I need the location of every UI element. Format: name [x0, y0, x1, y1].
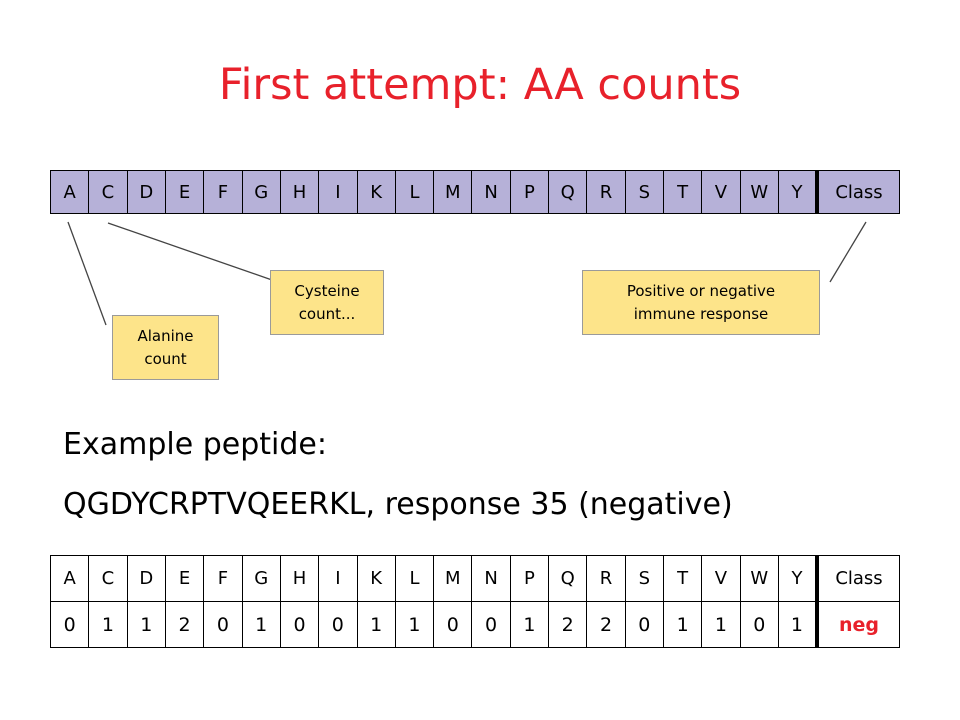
- callout-alanine-text: Alanine count: [137, 326, 194, 368]
- column-header-f: F: [203, 555, 243, 602]
- column-header-m: M: [433, 170, 473, 214]
- value-cell-l: 1: [394, 601, 435, 648]
- column-header-i: I: [318, 170, 358, 214]
- column-header-class: Class: [815, 170, 900, 214]
- leader-line-class: [829, 221, 867, 283]
- column-header-t: T: [662, 555, 703, 602]
- value-cell-g: 1: [241, 601, 281, 648]
- column-header-k: K: [356, 170, 396, 214]
- value-cell-m: 0: [433, 601, 473, 648]
- column-header-r: R: [586, 555, 626, 602]
- value-cell-q: 2: [548, 601, 588, 648]
- column-header-k: K: [356, 555, 396, 602]
- example-label: Example peptide:: [63, 427, 327, 462]
- value-cell-w: 0: [739, 601, 779, 648]
- leader-line-alanine: [67, 221, 107, 326]
- feature-header-row: A C D E F G H I K L M N P Q R S T V W Y …: [49, 170, 900, 214]
- column-header-n: N: [471, 555, 511, 602]
- column-header-h: H: [279, 170, 320, 214]
- column-header-d: D: [126, 555, 166, 602]
- value-cell-v: 1: [701, 601, 741, 648]
- example-sequence: QGDYCRPTVQEERKL, response 35 (negative): [63, 487, 733, 522]
- value-cell-p: 1: [509, 601, 550, 648]
- column-header-w: W: [739, 555, 779, 602]
- callout-class-text: Positive or negative immune response: [626, 281, 776, 323]
- value-cell-n: 0: [471, 601, 511, 648]
- value-cell-i: 0: [318, 601, 358, 648]
- slide-title: First attempt: AA counts: [218, 60, 742, 110]
- callout-cysteine-text: Cysteine count...: [294, 281, 360, 323]
- example-header-row: A C D E F G H I K L M N P Q R S T V W Y …: [49, 555, 900, 602]
- leader-line-cysteine: [107, 222, 273, 281]
- column-header-q: Q: [548, 170, 588, 214]
- column-header-y: Y: [777, 170, 818, 214]
- callout-immune-response: Positive or negative immune response: [582, 270, 820, 335]
- column-header-l: L: [394, 170, 435, 214]
- column-header-v: V: [701, 555, 741, 602]
- column-header-p: P: [509, 555, 550, 602]
- column-header-s: S: [624, 170, 665, 214]
- column-header-e: E: [164, 170, 205, 214]
- value-cell-r: 2: [586, 601, 626, 648]
- column-header-a: A: [49, 170, 90, 214]
- value-cell-class: neg: [815, 601, 900, 648]
- column-header-r: R: [586, 170, 626, 214]
- column-header-g: G: [241, 555, 281, 602]
- feature-header-table: A C D E F G H I K L M N P Q R S T V W Y …: [49, 170, 900, 214]
- value-cell-s: 0: [624, 601, 665, 648]
- column-header-f: F: [203, 170, 243, 214]
- column-header-c: C: [88, 555, 128, 602]
- example-feature-table: A C D E F G H I K L M N P Q R S T V W Y …: [49, 555, 900, 648]
- value-cell-d: 1: [126, 601, 166, 648]
- column-header-m: M: [433, 555, 473, 602]
- column-header-h: H: [279, 555, 320, 602]
- example-values-row: 0 1 1 2 0 1 0 0 1 1 0 0 1 2 2 0 1 1 0 1 …: [49, 601, 900, 648]
- column-header-a: A: [49, 555, 90, 602]
- column-header-i: I: [318, 555, 358, 602]
- column-header-w: W: [739, 170, 779, 214]
- column-header-class: Class: [815, 555, 900, 602]
- value-cell-y: 1: [777, 601, 818, 648]
- column-header-c: C: [88, 170, 128, 214]
- column-header-p: P: [509, 170, 550, 214]
- value-cell-t: 1: [662, 601, 703, 648]
- column-header-e: E: [164, 555, 205, 602]
- column-header-n: N: [471, 170, 511, 214]
- column-header-t: T: [662, 170, 703, 214]
- column-header-q: Q: [548, 555, 588, 602]
- column-header-d: D: [126, 170, 166, 214]
- column-header-y: Y: [777, 555, 818, 602]
- value-cell-h: 0: [279, 601, 320, 648]
- value-cell-c: 1: [88, 601, 128, 648]
- column-header-v: V: [701, 170, 741, 214]
- value-cell-f: 0: [203, 601, 243, 648]
- column-header-g: G: [241, 170, 281, 214]
- column-header-s: S: [624, 555, 665, 602]
- value-cell-a: 0: [49, 601, 90, 648]
- column-header-l: L: [394, 555, 435, 602]
- callout-cysteine-count: Cysteine count...: [270, 270, 384, 335]
- callout-alanine-count: Alanine count: [112, 315, 219, 380]
- value-cell-k: 1: [356, 601, 396, 648]
- value-cell-e: 2: [164, 601, 205, 648]
